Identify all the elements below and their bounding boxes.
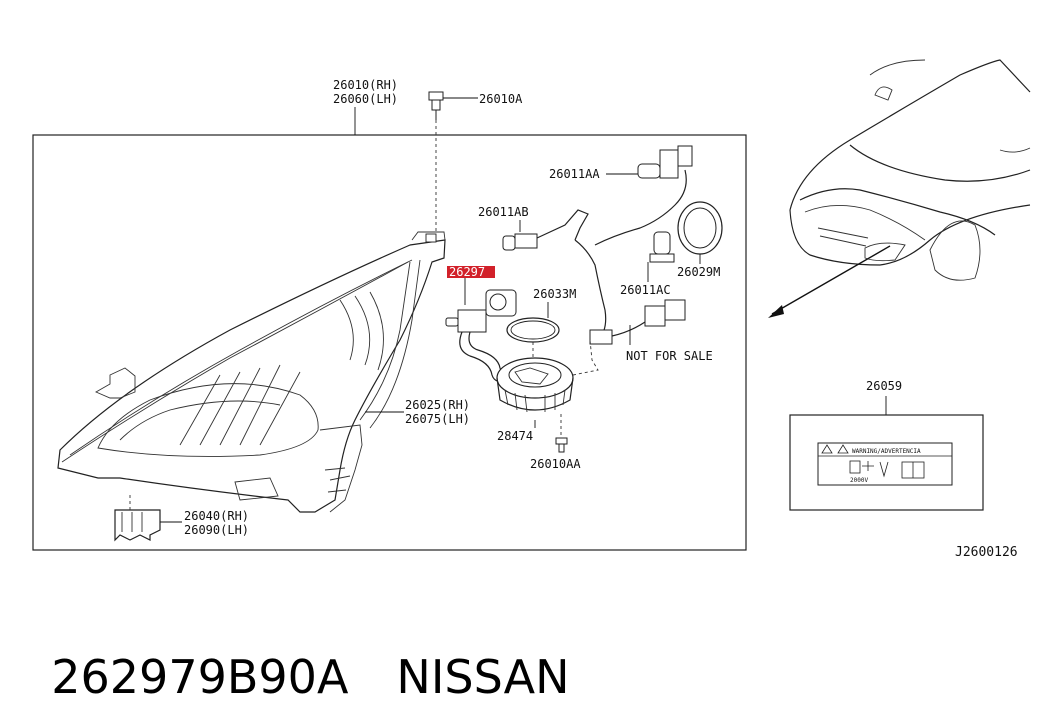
bulb-26011ab-icon xyxy=(502,209,607,341)
label-highlighted-part[interactable]: 26297 xyxy=(449,265,485,279)
diagram-ref-code: J2600126 xyxy=(955,545,1018,560)
main-frame xyxy=(32,134,747,551)
car-arrow xyxy=(771,245,891,315)
connector-icon xyxy=(589,299,686,345)
car-arrowhead-icon xyxy=(768,305,784,318)
brand-name: NISSAN xyxy=(396,650,570,704)
label-seal: 26029M xyxy=(677,265,720,279)
label-headlamp-assy-rh: 26010(RH) xyxy=(333,78,398,92)
label-cap: 26033M xyxy=(533,287,576,301)
parts-diagram: 26010(RH) 26060(LH) 26010A 26025(RH) 260… xyxy=(32,59,1031,560)
ballast-dash xyxy=(572,339,599,376)
screw-26010a-icon xyxy=(428,91,444,120)
label-bulb-aa: 26011AA xyxy=(549,167,600,181)
label-headlamp-assy-lh: 26060(LH) xyxy=(333,92,398,106)
seal-26029m-icon xyxy=(677,201,723,255)
label-housing-rh: 26025(RH) xyxy=(405,398,470,412)
headlamp-housing-icon xyxy=(57,231,446,513)
car-illustration xyxy=(789,59,1031,281)
label-bracket-lh: 26090(LH) xyxy=(184,523,249,537)
highlight-box xyxy=(447,266,495,278)
label-part-frame xyxy=(789,414,984,511)
screw-26010aa-icon xyxy=(555,437,568,453)
ballast-icon xyxy=(496,357,574,413)
label-bulb-ab: 26011AB xyxy=(478,205,529,219)
label-bulb-ac: 26011AC xyxy=(620,283,671,297)
warning-label-text: WARNING/ADVERTENCIA xyxy=(852,448,921,455)
label-not-for-sale: NOT FOR SALE xyxy=(626,349,713,363)
warning-voltage-text: 2000V xyxy=(850,477,868,484)
bracket-icon xyxy=(114,509,161,542)
label-bracket-rh: 26040(RH) xyxy=(184,509,249,523)
label-screw-aa: 26010AA xyxy=(530,457,581,471)
cap-26033m-icon xyxy=(506,317,560,343)
label-screw-a: 26010A xyxy=(479,92,523,106)
label-label-part: 26059 xyxy=(866,379,902,393)
xenon-bulb-icon xyxy=(445,289,517,383)
label-housing-lh: 26075(LH) xyxy=(405,412,470,426)
warning-label-icon: WARNING/ADVERTENCIA 2000V xyxy=(817,442,953,486)
label-ballast: 28474 xyxy=(497,429,533,443)
bulb-26011ac-icon xyxy=(649,231,675,263)
bulb-26011aa-icon xyxy=(594,145,693,246)
part-number: 262979B90A xyxy=(51,650,349,704)
footer: 262979B90A NISSAN xyxy=(22,596,570,704)
